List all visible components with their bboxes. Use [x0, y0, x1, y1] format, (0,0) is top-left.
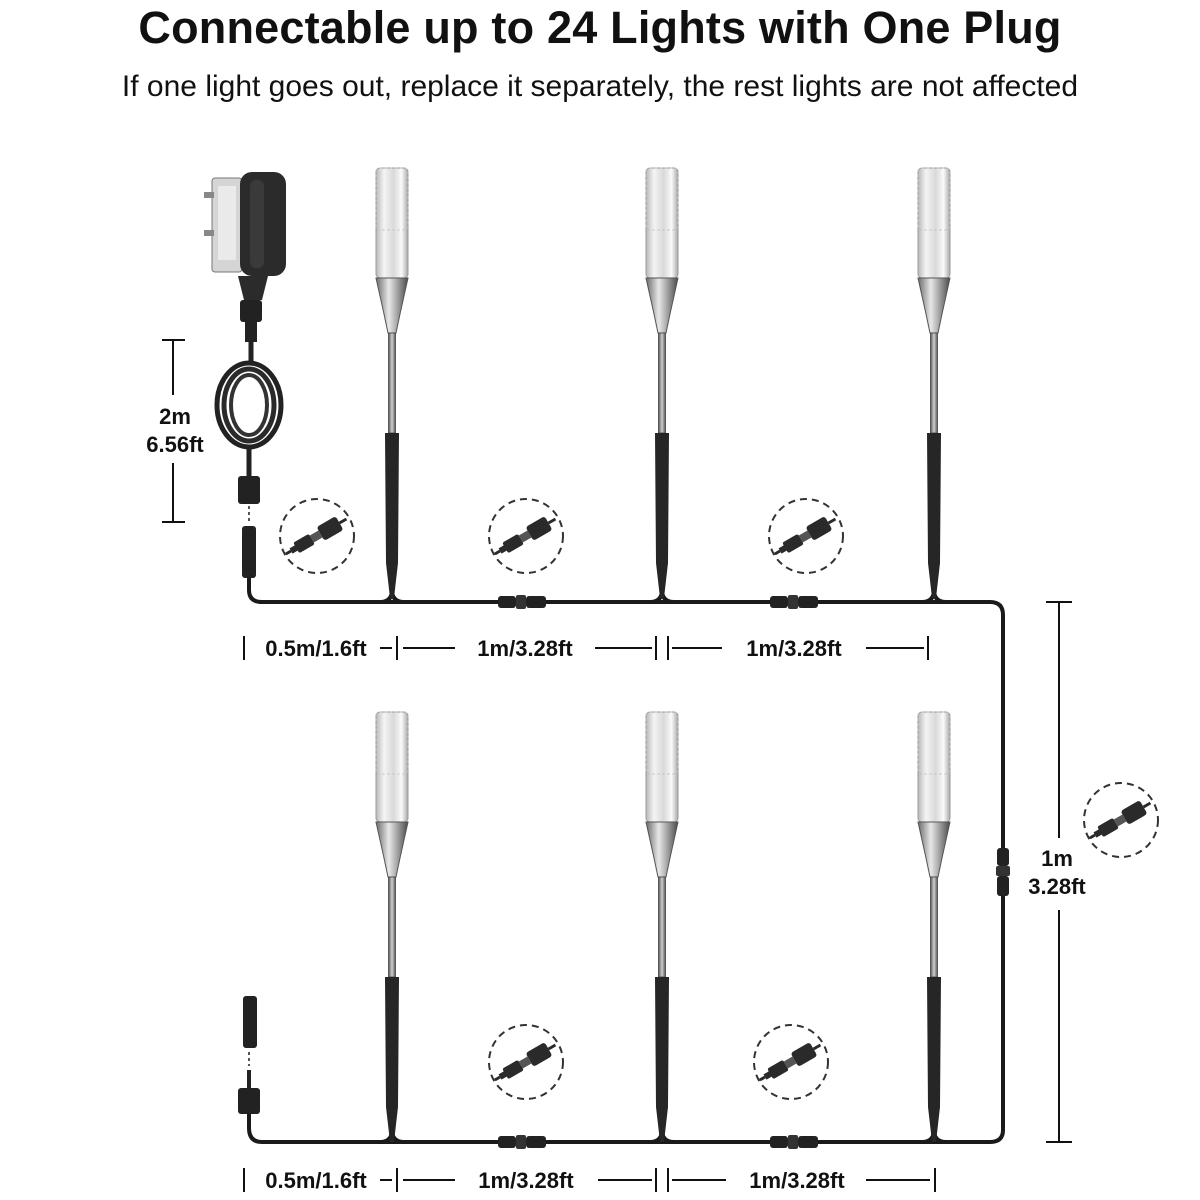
inline-connector-icon — [498, 1135, 546, 1149]
inline-connector-icon — [770, 1135, 818, 1149]
connector-zoom-icon — [767, 497, 845, 575]
page-title: Connectable up to 24 Lights with One Plu… — [138, 2, 1062, 53]
pathway-light-icon — [375, 711, 409, 1143]
top-segment-1-label: 0.5m/1.6ft — [265, 636, 367, 661]
top-segment-3-label: 1m/3.28ft — [746, 636, 842, 661]
connector-zoom-icon — [487, 497, 565, 575]
connector-zoom-icon — [1082, 781, 1160, 859]
page-subtitle: If one light goes out, replace it separa… — [121, 70, 1079, 103]
connector-zoom-icon — [752, 1023, 830, 1101]
top-row-dimensions — [243, 636, 929, 660]
pathway-light-icon — [645, 711, 679, 1143]
top-row-cable — [247, 578, 1005, 1144]
top-segment-2-label: 1m/3.28ft — [477, 636, 573, 661]
power-adapter-icon — [204, 172, 286, 342]
bottom-segment-1-label: 0.5m/1.6ft — [265, 1168, 367, 1193]
connector-zoom-icon — [278, 497, 356, 575]
pathway-light-icon — [917, 711, 951, 1143]
extension-length-dimension — [1046, 601, 1072, 1143]
inline-connector-icon — [996, 848, 1010, 896]
bottom-segment-3-label: 1m/3.28ft — [749, 1168, 845, 1193]
pathway-light-icon — [917, 167, 951, 599]
pathway-light-icon — [375, 167, 409, 599]
bottom-row-dimensions — [243, 1168, 936, 1192]
extension-length-m-label: 1m — [1041, 846, 1073, 871]
power-cord-coil — [214, 342, 284, 578]
inline-connector-icon — [498, 595, 546, 609]
connector-zoom-icon — [487, 1023, 565, 1101]
cord-length-m-label: 2m — [159, 404, 191, 429]
extension-length-ft-label: 3.28ft — [1028, 874, 1086, 899]
cord-length-dimension — [162, 339, 185, 523]
cord-length-ft-label: 6.56ft — [146, 432, 204, 457]
pathway-light-icon — [645, 167, 679, 599]
bottom-segment-2-label: 1m/3.28ft — [478, 1168, 574, 1193]
end-cap-icon — [238, 996, 260, 1114]
inline-connector-icon — [770, 595, 818, 609]
bottom-row-cable — [247, 1110, 943, 1144]
